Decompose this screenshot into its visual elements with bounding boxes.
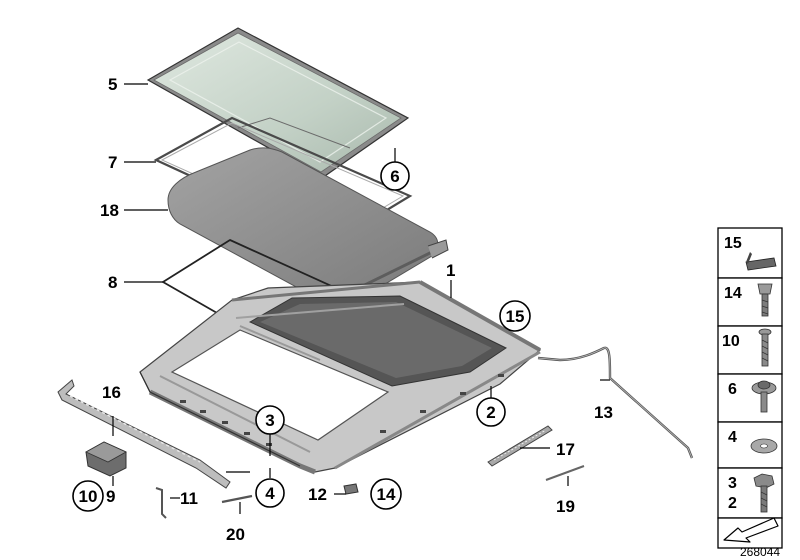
label-17: 17 xyxy=(556,440,575,459)
circled-label-10: 10 xyxy=(72,480,104,512)
legend-num-14: 14 xyxy=(724,285,742,302)
legend-num-2: 2 xyxy=(728,495,737,512)
legend-num-4: 4 xyxy=(728,429,737,446)
label-9: 9 xyxy=(106,487,115,506)
svg-text:10: 10 xyxy=(79,487,98,506)
expanding-rivet-icon xyxy=(757,283,773,317)
svg-text:6: 6 xyxy=(390,167,399,186)
document-number: 268044 xyxy=(740,545,780,559)
svg-text:4: 4 xyxy=(265,484,275,503)
label-5: 5 xyxy=(108,75,117,94)
label-20: 20 xyxy=(226,525,245,544)
legend-num-15: 15 xyxy=(724,235,742,252)
svg-text:2: 2 xyxy=(486,403,495,422)
leader-lines xyxy=(112,83,610,514)
wind-deflector xyxy=(57,379,231,489)
label-11: 11 xyxy=(180,489,198,508)
clip-12 xyxy=(343,483,359,495)
cable-guide xyxy=(487,425,553,467)
circled-label-14: 14 xyxy=(370,478,402,510)
label-1: 1 xyxy=(446,261,455,280)
seal-profile-icon xyxy=(745,252,777,271)
screw-icon xyxy=(758,328,772,367)
strip-20 xyxy=(221,494,253,504)
rod-19 xyxy=(545,465,585,481)
bracket-11 xyxy=(155,487,167,519)
fastener-legend: 15 14 10 6 4 xyxy=(717,227,783,549)
label-12: 12 xyxy=(308,485,327,504)
circled-label-15: 15 xyxy=(499,300,531,332)
label-8: 8 xyxy=(108,273,117,292)
drive-motor xyxy=(85,441,127,477)
label-19: 19 xyxy=(556,497,575,516)
label-18: 18 xyxy=(100,201,119,220)
flange-bolt-icon xyxy=(751,380,777,413)
sunroof-frame xyxy=(139,280,542,475)
svg-text:14: 14 xyxy=(377,485,396,504)
svg-text:15: 15 xyxy=(506,307,525,326)
forward-arrow-icon xyxy=(723,517,779,543)
label-7: 7 xyxy=(108,153,117,172)
hex-bolt-icon xyxy=(753,473,775,513)
circled-label-4: 4 xyxy=(255,478,285,508)
label-13: 13 xyxy=(594,403,613,422)
legend-num-3: 3 xyxy=(728,475,737,492)
label-16: 16 xyxy=(102,383,121,402)
washer-icon xyxy=(750,438,778,454)
legend-num-6: 6 xyxy=(728,381,737,398)
circled-label-3: 3 xyxy=(255,405,285,435)
circled-label-2: 2 xyxy=(476,397,506,427)
legend-num-10: 10 xyxy=(722,333,740,350)
circled-label-6: 6 xyxy=(380,161,410,191)
svg-text:3: 3 xyxy=(265,411,274,430)
